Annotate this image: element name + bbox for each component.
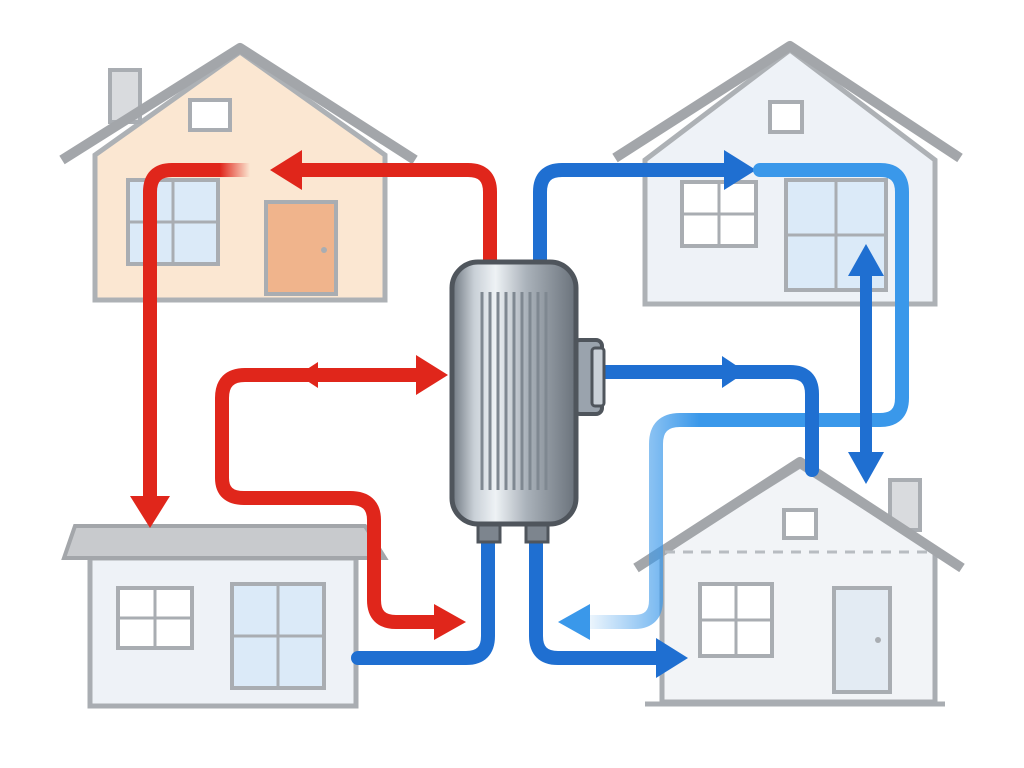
cold-bottom-right-arrowhead — [656, 638, 688, 678]
hot-supply-top-left-arrowhead — [270, 150, 302, 190]
cold-flows — [351, 150, 909, 678]
hot-loop-bottom-arrowhead — [434, 604, 466, 640]
hot-loop-middle-arrowhead-right — [416, 355, 448, 395]
cold-loop-right-top — [583, 163, 909, 629]
cold-supply-top-right-arrowhead — [724, 150, 756, 190]
hot-supply-top-left — [293, 163, 497, 269]
hot-loop-middle-arrowhead-left — [298, 362, 318, 388]
cold-middle-right-arrowhead — [722, 356, 746, 388]
heat-exchanger-unit — [449, 259, 606, 544]
house-top-left-attic-window — [188, 98, 232, 132]
house-bottom-right-door — [832, 586, 892, 694]
hot-return-bottom-left-arrowhead — [130, 496, 170, 528]
cold-double-arrow-up — [848, 244, 884, 276]
house-top-left-roof — [59, 43, 418, 165]
cold-bottom-left-pipe — [351, 533, 495, 665]
cold-middle-right — [593, 365, 819, 477]
house-bottom-right-roof — [633, 457, 965, 573]
house-top-right-attic-window — [768, 100, 804, 134]
house-bottom-right — [633, 457, 965, 707]
house-bottom-left — [61, 524, 389, 709]
cold-double-arrow-down — [848, 452, 884, 484]
unit-vents — [480, 292, 548, 490]
house-top-right-roof — [612, 41, 963, 163]
unit-side-port-inner — [590, 346, 606, 408]
hot-loop-middle-left — [215, 368, 447, 629]
hot-flows — [130, 150, 497, 640]
house-bottom-right-attic-window — [782, 508, 818, 540]
house-bottom-left-roof — [61, 524, 389, 560]
cold-supply-top-right — [533, 163, 733, 269]
cold-loop-right-arrowhead — [558, 604, 590, 640]
cold-bottom-right — [529, 533, 667, 665]
